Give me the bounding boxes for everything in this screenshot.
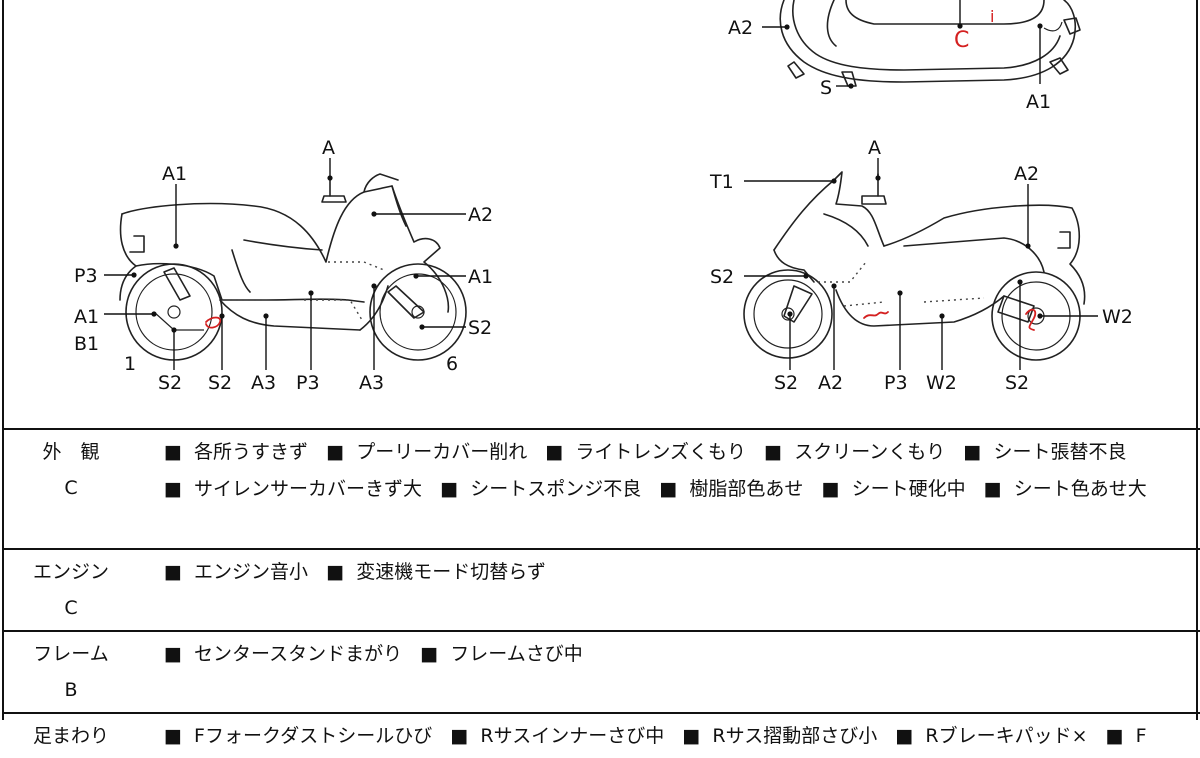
left-label-b1: B1 (74, 333, 99, 355)
left-number-6: 6 (446, 353, 458, 375)
left-label-a: A (322, 137, 335, 159)
note-item: F (1106, 725, 1159, 747)
right-label-t1: T1 (709, 171, 734, 193)
note-item: 樹脂部色あせ (659, 478, 815, 500)
grade-notes: 各所うすきず プーリーカバー削れ ライトレンズくもり スクリーンくもり シート張… (138, 428, 1200, 549)
grade-category-title: フレーム (33, 643, 109, 665)
left-number-1: 1 (124, 353, 136, 375)
grade-letter: B (64, 679, 78, 701)
grade-row-exterior: 外 観 C 各所うすきず プーリーカバー削れ ライトレンズくもり スクリーンくも… (4, 428, 1200, 549)
note-item: Fフォークダストシールひび (164, 725, 444, 747)
note-item: シート張替不良 (963, 441, 1138, 463)
note-item: センタースタンドまがり (164, 643, 414, 665)
note-item: 変速機モード切替らず (326, 561, 558, 583)
note-item: シート硬化中 (822, 478, 978, 500)
note-item: エンジン音小 (164, 561, 320, 583)
left-label-a1-front: A1 (468, 266, 493, 288)
grade-row-frame: フレーム B センタースタンドまがり フレームさび中 (4, 630, 1200, 713)
right-side-view: A T1 A2 S2 W2 S2 A2 P3 W2 S2 (709, 137, 1133, 394)
note-item: 各所うすきず (164, 441, 320, 463)
right-label-s2-fork: S2 (710, 266, 734, 288)
marker-c: C (954, 28, 969, 53)
note-item: プーリーカバー削れ (326, 441, 539, 463)
note-item: シート色あせ大 (984, 478, 1159, 500)
grade-head: エンジン C (4, 548, 138, 631)
right-label-p3-floor: P3 (884, 372, 908, 394)
left-label-s2-rear: S2 (158, 372, 182, 394)
note-item: フレームさび中 (420, 643, 595, 665)
grade-category-title: 外 観 (42, 441, 100, 463)
grade-head: 外 観 C (4, 428, 138, 549)
top-label-s: S (820, 77, 832, 99)
left-label-s2-front: S2 (468, 317, 492, 339)
left-label-a3-left: A3 (251, 372, 276, 394)
note-item: ライトレンズくもり (545, 441, 758, 463)
note-item: スクリーンくもり (764, 441, 957, 463)
right-label-s2-front: S2 (774, 372, 798, 394)
note-item: Rサスインナーさび中 (450, 725, 676, 747)
left-label-a2: A2 (468, 204, 493, 226)
right-label-s2-rear: S2 (1005, 372, 1029, 394)
grade-head: フレーム B (4, 630, 138, 713)
grade-table: 外 観 C 各所うすきず プーリーカバー削れ ライトレンズくもり スクリーンくも… (4, 428, 1200, 758)
right-label-w2-wheel: W2 (1102, 306, 1133, 328)
right-label-a2-front: A2 (818, 372, 843, 394)
top-label-a2: A2 (728, 17, 753, 39)
right-label-w2-floor: W2 (926, 372, 957, 394)
note-item: Rブレーキパッド× (895, 725, 1099, 747)
left-label-a1-rear: A1 (74, 306, 99, 328)
damage-diagram: A2 S A1 C i (74, 0, 1133, 394)
grade-category-title: 足まわり (32, 725, 109, 747)
top-label-a1: A1 (1026, 91, 1051, 113)
grade-letter: C (64, 477, 78, 499)
grade-letter: C (64, 597, 78, 619)
left-label-s2-mid: S2 (208, 372, 232, 394)
grade-row-engine: エンジン C エンジン音小 変速機モード切替らず (4, 548, 1200, 631)
left-label-a1-seat: A1 (162, 163, 187, 185)
marker-i: i (990, 7, 994, 26)
right-label-a: A (868, 137, 881, 159)
left-label-a3-right: A3 (359, 372, 384, 394)
note-item: サイレンサーカバーきず大 (164, 478, 434, 500)
top-view: A2 S A1 C i (728, 0, 1081, 113)
note-item: Rサス摺動部さび小 (682, 725, 889, 747)
note-item: シートスポンジ不良 (440, 478, 653, 500)
grade-notes: エンジン音小 変速機モード切替らず (138, 548, 1200, 631)
left-label-p3-floor: P3 (296, 372, 320, 394)
right-label-a2-rear: A2 (1014, 163, 1039, 185)
grade-notes: センタースタンドまがり フレームさび中 (138, 630, 1200, 713)
left-label-p3: P3 (74, 265, 98, 287)
left-side-view: A A1 A2 P3 A1 A1 B1 S2 1 S2 S2 A3 P3 A3 … (74, 137, 493, 394)
grade-category-title: エンジン (32, 561, 109, 583)
